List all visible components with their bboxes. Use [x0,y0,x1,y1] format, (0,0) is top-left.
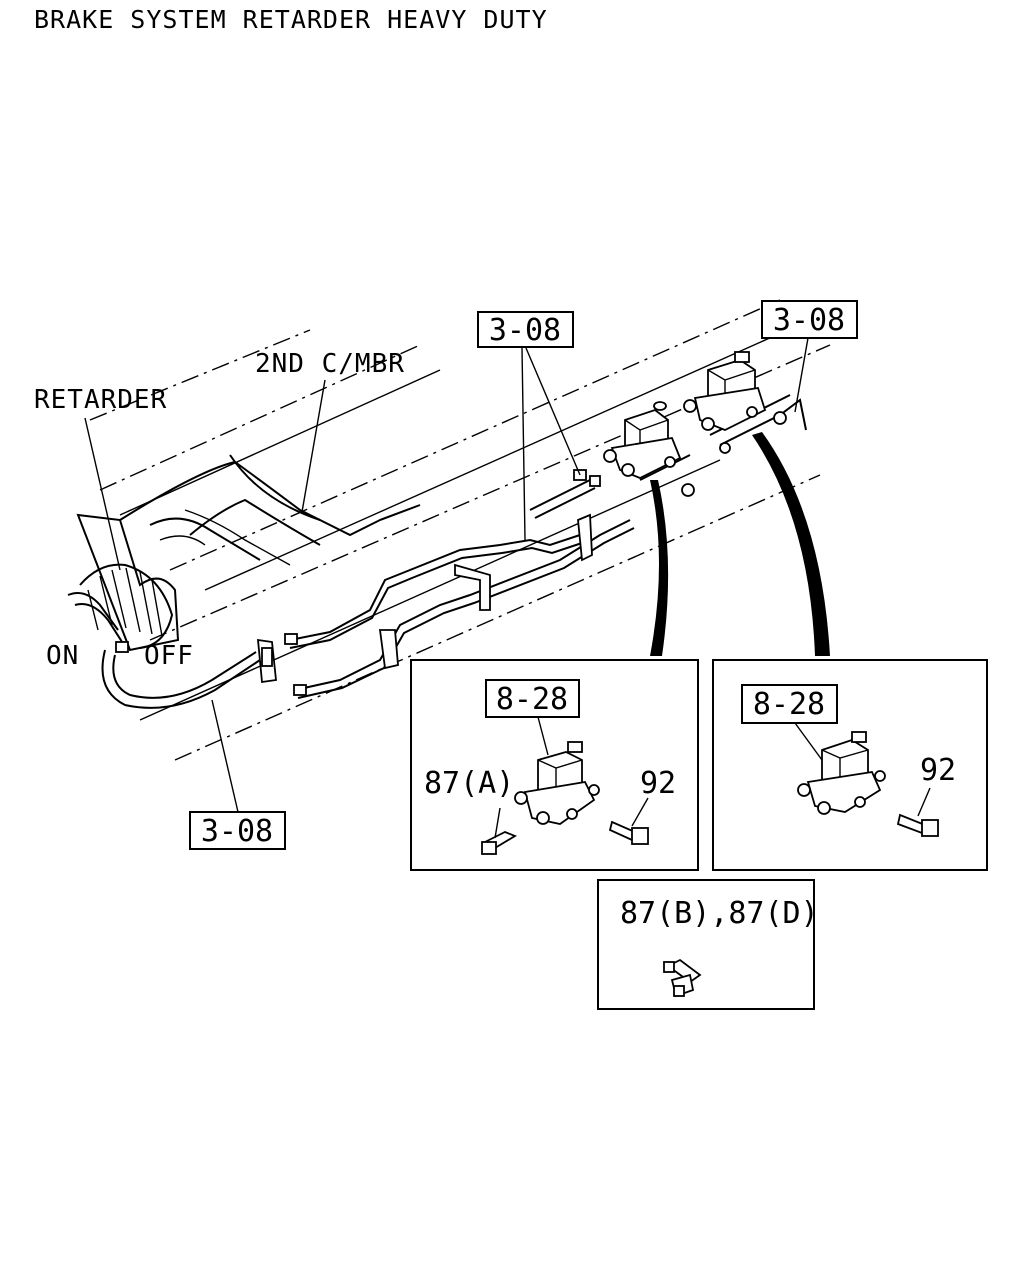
detail-left-ref-box[interactable]: 8-28 [485,679,580,718]
part-87a-label: 87(A) [424,766,514,801]
second-crossmember-label: 2ND C/MBR [255,349,405,379]
detail-box-bottom: 87(B),87(D) [597,879,819,1010]
ref-box-top-right[interactable]: 3-08 [761,300,858,339]
detail-right-ref-text: 8-28 [753,687,825,722]
part-92-left-label: 92 [640,766,676,801]
valve-left-main [603,401,695,497]
part-92-right-label: 92 [920,753,956,788]
retarder-label: RETARDER [34,385,167,415]
ref-top-right-text: 3-08 [773,303,845,338]
detail-box-left: 8-28 87(A) 92 [410,659,699,871]
diagram-title: BRAKE SYSTEM RETARDER HEAVY DUTY [34,5,548,34]
ref-top-center-text: 3-08 [489,313,561,348]
valve-right-main [683,351,787,454]
retarder-unit [67,513,261,652]
detail-box-right: 8-28 92 [712,659,988,871]
leader-lines [84,337,830,813]
ref-bottom-left-text: 3-08 [201,814,273,849]
part-87bd-label: 87(B),87(D) [620,896,819,931]
second-crossmember [119,454,421,566]
ref-box-bottom-left[interactable]: 3-08 [189,811,286,850]
on-label: ON [46,641,79,671]
ref-box-top-center[interactable]: 3-08 [477,311,574,348]
detail-left-ref-text: 8-28 [496,682,568,717]
detail-right-ref-box[interactable]: 8-28 [741,684,838,724]
off-label: OFF [144,641,194,671]
